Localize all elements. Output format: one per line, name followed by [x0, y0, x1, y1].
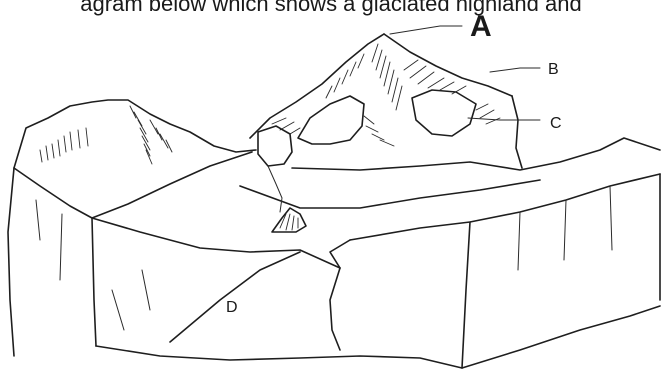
pyramidal-peak [250, 34, 512, 146]
corrie-lake [258, 126, 292, 166]
label-a: A [470, 10, 492, 43]
valley-floor [240, 96, 660, 232]
label-d: D [226, 299, 238, 316]
label-b: B [548, 61, 559, 78]
label-c: C [550, 115, 562, 132]
right-block [330, 174, 660, 368]
u-shaped-valley [92, 218, 462, 368]
left-ridge [8, 100, 256, 356]
leader-lines [390, 26, 540, 120]
